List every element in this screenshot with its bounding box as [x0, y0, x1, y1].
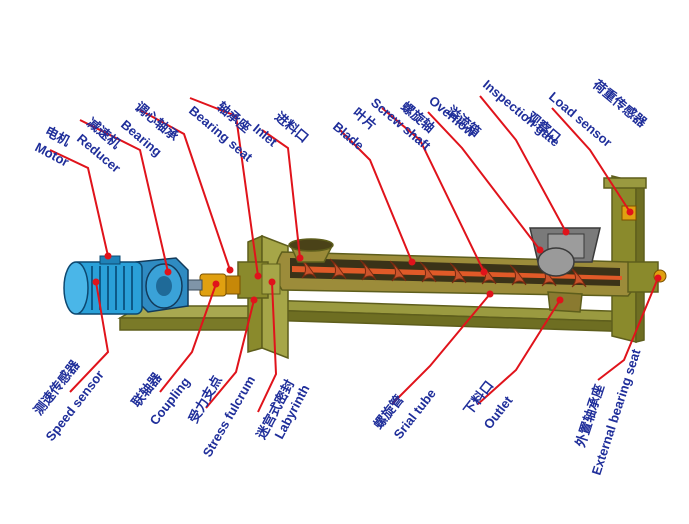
leader-lines [49, 95, 659, 413]
machine-illustration [63, 175, 667, 360]
label-spiral-tube-en: Srial tube [391, 386, 439, 442]
leader-external-bearing [597, 277, 659, 381]
leader-coupling [159, 283, 217, 393]
leader-stress-fulcrum [205, 299, 255, 409]
right-crossbar [603, 177, 647, 189]
leader-inlet [261, 129, 301, 259]
motor-body [63, 255, 143, 315]
leader-bearing-seat [189, 97, 259, 277]
leader-overflow [427, 111, 541, 251]
reducer-body [135, 257, 189, 313]
leader-load-sensor [551, 107, 631, 213]
leader-reducer [79, 119, 169, 273]
leader-inspection-gate [479, 95, 567, 233]
leader-bearing [139, 109, 231, 271]
right-support-face [635, 179, 645, 343]
leader-speed-sensor [69, 281, 110, 393]
leader-labyrinth [257, 281, 278, 413]
leader-motor [49, 149, 109, 257]
outlet-chute [547, 291, 583, 313]
leader-spiral-tube [391, 293, 491, 405]
leader-blade [339, 129, 413, 263]
label-inlet-en: Inlet [250, 121, 281, 150]
leader-screw-shaft [381, 107, 485, 273]
overflow-disk [537, 247, 575, 277]
leader-outlet [477, 299, 561, 405]
inlet-opening [288, 238, 334, 252]
screw-blades [299, 257, 587, 288]
leader-dots [92, 208, 662, 304]
